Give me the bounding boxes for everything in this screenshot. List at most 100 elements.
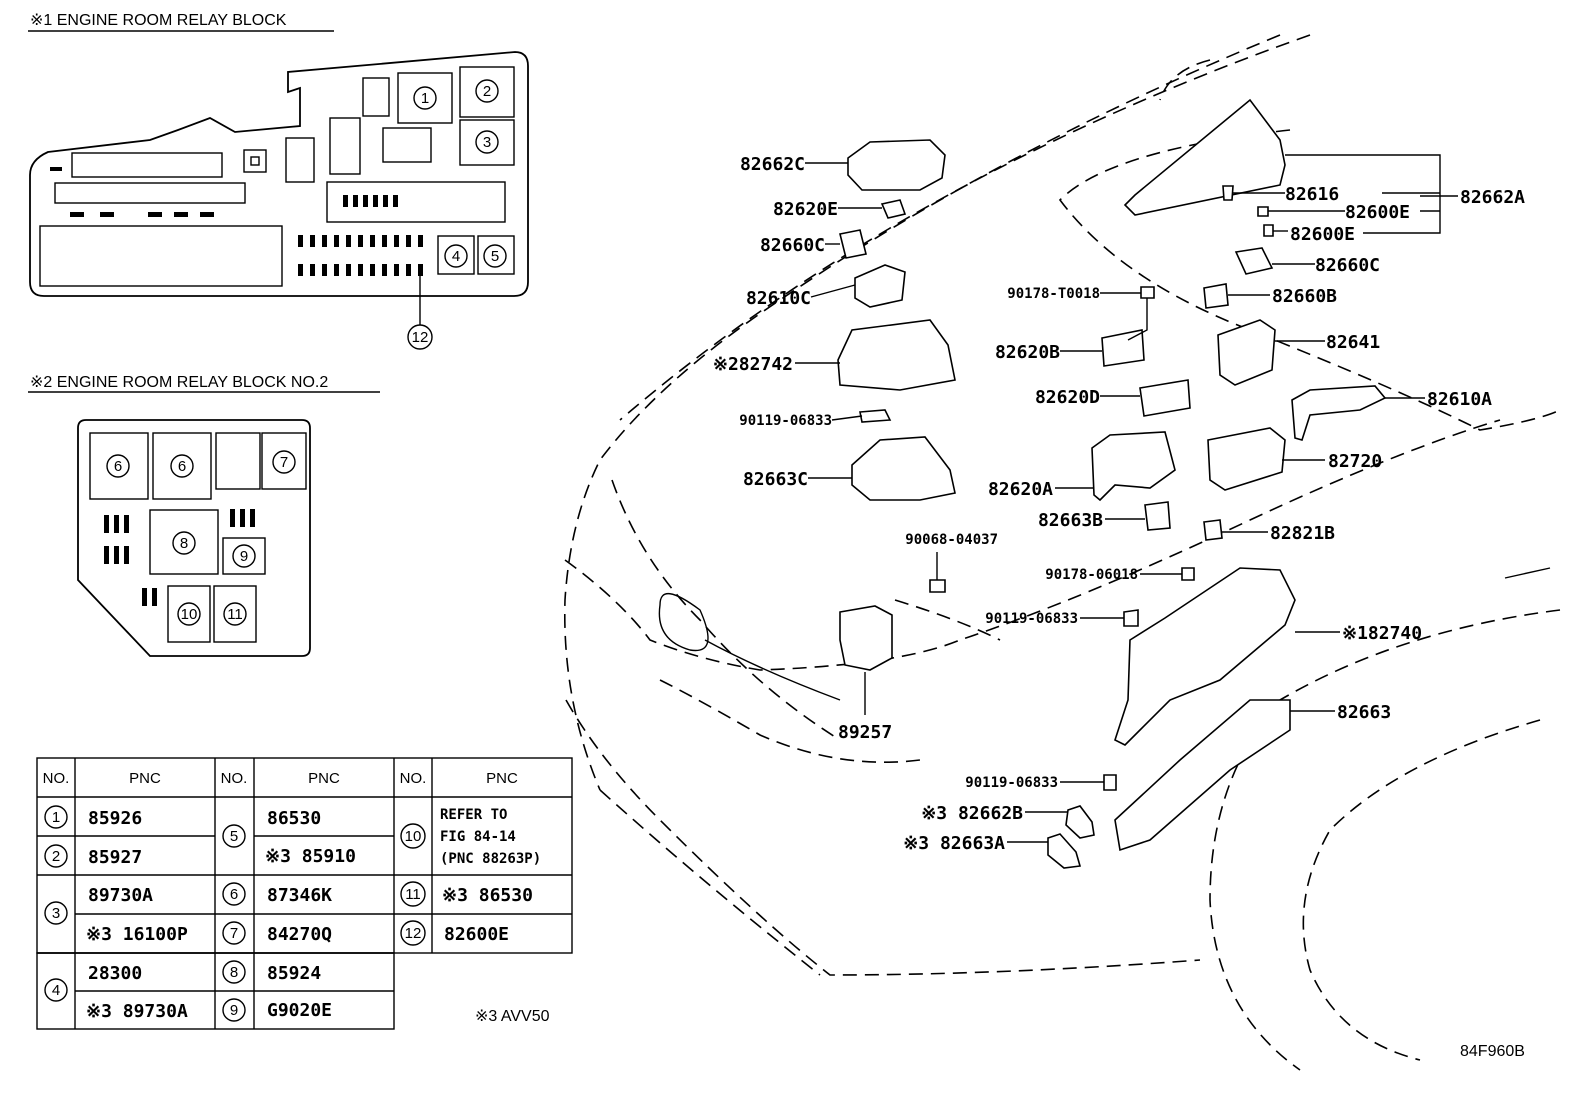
table-header-pnc-3: PNC: [486, 770, 518, 787]
svg-text:89730A: 89730A: [88, 885, 153, 906]
svg-text:12: 12: [412, 329, 429, 346]
svg-text:8: 8: [180, 535, 188, 552]
label-90119-06833-c: 90119-06833: [965, 775, 1058, 791]
svg-text:11: 11: [227, 606, 243, 623]
relay-block-2-title: ※2 ENGINE ROOM RELAY BLOCK NO.2: [30, 374, 328, 391]
svg-text:※3 89730A: ※3 89730A: [86, 1001, 188, 1022]
svg-text:6: 6: [230, 886, 238, 903]
label-90119-06833-b: 90119-06833: [985, 611, 1078, 627]
table-row: 6 87346K: [222, 882, 332, 906]
label-82620B: 82620B: [995, 342, 1060, 363]
svg-text:12: 12: [405, 925, 422, 942]
table-row: 12 82600E: [400, 920, 509, 946]
svg-text:7: 7: [230, 925, 238, 942]
label-89257: 89257: [838, 722, 892, 743]
svg-text:3: 3: [52, 905, 60, 922]
svg-text:10: 10: [405, 828, 422, 845]
svg-text:9: 9: [230, 1002, 238, 1019]
callout-10: 10: [177, 602, 201, 626]
svg-text:1: 1: [421, 90, 429, 107]
label-82610A: 82610A: [1427, 389, 1492, 410]
svg-text:82600E: 82600E: [444, 924, 509, 945]
svg-text:3: 3: [483, 134, 491, 151]
vehicle-outline: [563, 34, 1561, 1071]
svg-text:8: 8: [230, 964, 238, 981]
table-row: 11 ※3 86530: [400, 881, 533, 907]
svg-text:85926: 85926: [88, 808, 142, 829]
svg-text:86530: 86530: [267, 808, 321, 829]
label-82660B: 82660B: [1272, 286, 1337, 307]
svg-text:7: 7: [280, 454, 288, 471]
callout-7: 7: [272, 450, 296, 474]
table-header-no-2: NO.: [221, 770, 248, 787]
relay-block-2: ※2 ENGINE ROOM RELAY BLOCK NO.2 6 6 7 8 …: [28, 374, 380, 657]
svg-text:85927: 85927: [88, 847, 142, 868]
label-82663B: 82663B: [1038, 510, 1103, 531]
label-82662C: 82662C: [740, 154, 805, 175]
table-row: 2 85927: [44, 844, 142, 868]
label-82660C-left: 82660C: [760, 235, 825, 256]
callout-4: 4: [444, 244, 468, 268]
svg-text:6: 6: [114, 458, 122, 475]
leader-lines: [795, 154, 1458, 843]
table-header-no-1: NO.: [43, 770, 70, 787]
table-row: 9 G9020E: [222, 998, 332, 1022]
callout-8: 8: [172, 531, 196, 555]
table-row: 7 84270Q: [222, 921, 332, 945]
label-82662A: 82662A: [1460, 187, 1525, 208]
label-82742: ※282742: [713, 354, 793, 375]
svg-text:※3 85910: ※3 85910: [265, 846, 356, 867]
svg-text:G9020E: G9020E: [267, 1000, 332, 1021]
svg-text:84270Q: 84270Q: [267, 924, 332, 945]
callout-12: 12: [407, 324, 433, 350]
table-row: 10 REFER TO FIG 84-14 (PNC 88263P): [400, 807, 541, 867]
callout-9: 9: [232, 544, 256, 568]
svg-text:11: 11: [405, 886, 421, 903]
label-82620D: 82620D: [1035, 387, 1100, 408]
table-header-pnc-2: PNC: [308, 770, 340, 787]
label-82720: 82720: [1328, 451, 1382, 472]
svg-text:※3 16100P: ※3 16100P: [86, 924, 188, 945]
relay-block-1: ※1 ENGINE ROOM RELAY BLOCK 1 2 3 4 5: [28, 12, 529, 350]
label-82821B: 82821B: [1270, 523, 1335, 544]
part-labels: 82662C 82620E 82660C 82610C ※282742 9011…: [713, 154, 1525, 854]
part-sketches: [837, 98, 1387, 869]
label-82600E-a: 82600E: [1345, 202, 1410, 223]
label-82663: 82663: [1337, 702, 1391, 723]
label-82662B: ※3 82662B: [921, 803, 1023, 824]
label-82641: 82641: [1326, 332, 1380, 353]
svg-text:2: 2: [52, 848, 60, 865]
svg-text:4: 4: [452, 248, 460, 265]
callout-1: 1: [413, 86, 437, 110]
svg-text:85924: 85924: [267, 963, 321, 984]
callout-2: 2: [475, 79, 499, 103]
label-82660C-right: 82660C: [1315, 255, 1380, 276]
svg-text:※3 86530: ※3 86530: [442, 885, 533, 906]
table-row: 8 85924: [222, 960, 321, 984]
figure-code: 84F960B: [1460, 1043, 1525, 1060]
table-row: 3 89730A ※3 16100P: [44, 885, 188, 945]
label-90178-T0018: 90178-T0018: [1007, 286, 1100, 302]
label-82740: ※182740: [1342, 623, 1422, 644]
table-row: 1 85926: [44, 805, 142, 829]
callout-3: 3: [475, 130, 499, 154]
label-82663A: ※3 82663A: [903, 833, 1005, 854]
relay-block-1-title: ※1 ENGINE ROOM RELAY BLOCK: [30, 12, 287, 29]
label-82620E: 82620E: [773, 199, 838, 220]
label-90178-06018: 90178-06018: [1045, 567, 1138, 583]
svg-text:FIG 84-14: FIG 84-14: [440, 829, 516, 845]
callout-11: 11: [223, 602, 247, 626]
label-82610C: 82610C: [746, 288, 811, 309]
callout-5: 5: [483, 244, 507, 268]
svg-text:1: 1: [52, 809, 60, 826]
svg-text:87346K: 87346K: [267, 885, 332, 906]
label-82663C: 82663C: [743, 469, 808, 490]
svg-text:REFER TO: REFER TO: [440, 807, 507, 823]
svg-text:28300: 28300: [88, 963, 142, 984]
svg-text:2: 2: [483, 83, 491, 100]
footnote: ※3 AVV50: [475, 1008, 550, 1025]
